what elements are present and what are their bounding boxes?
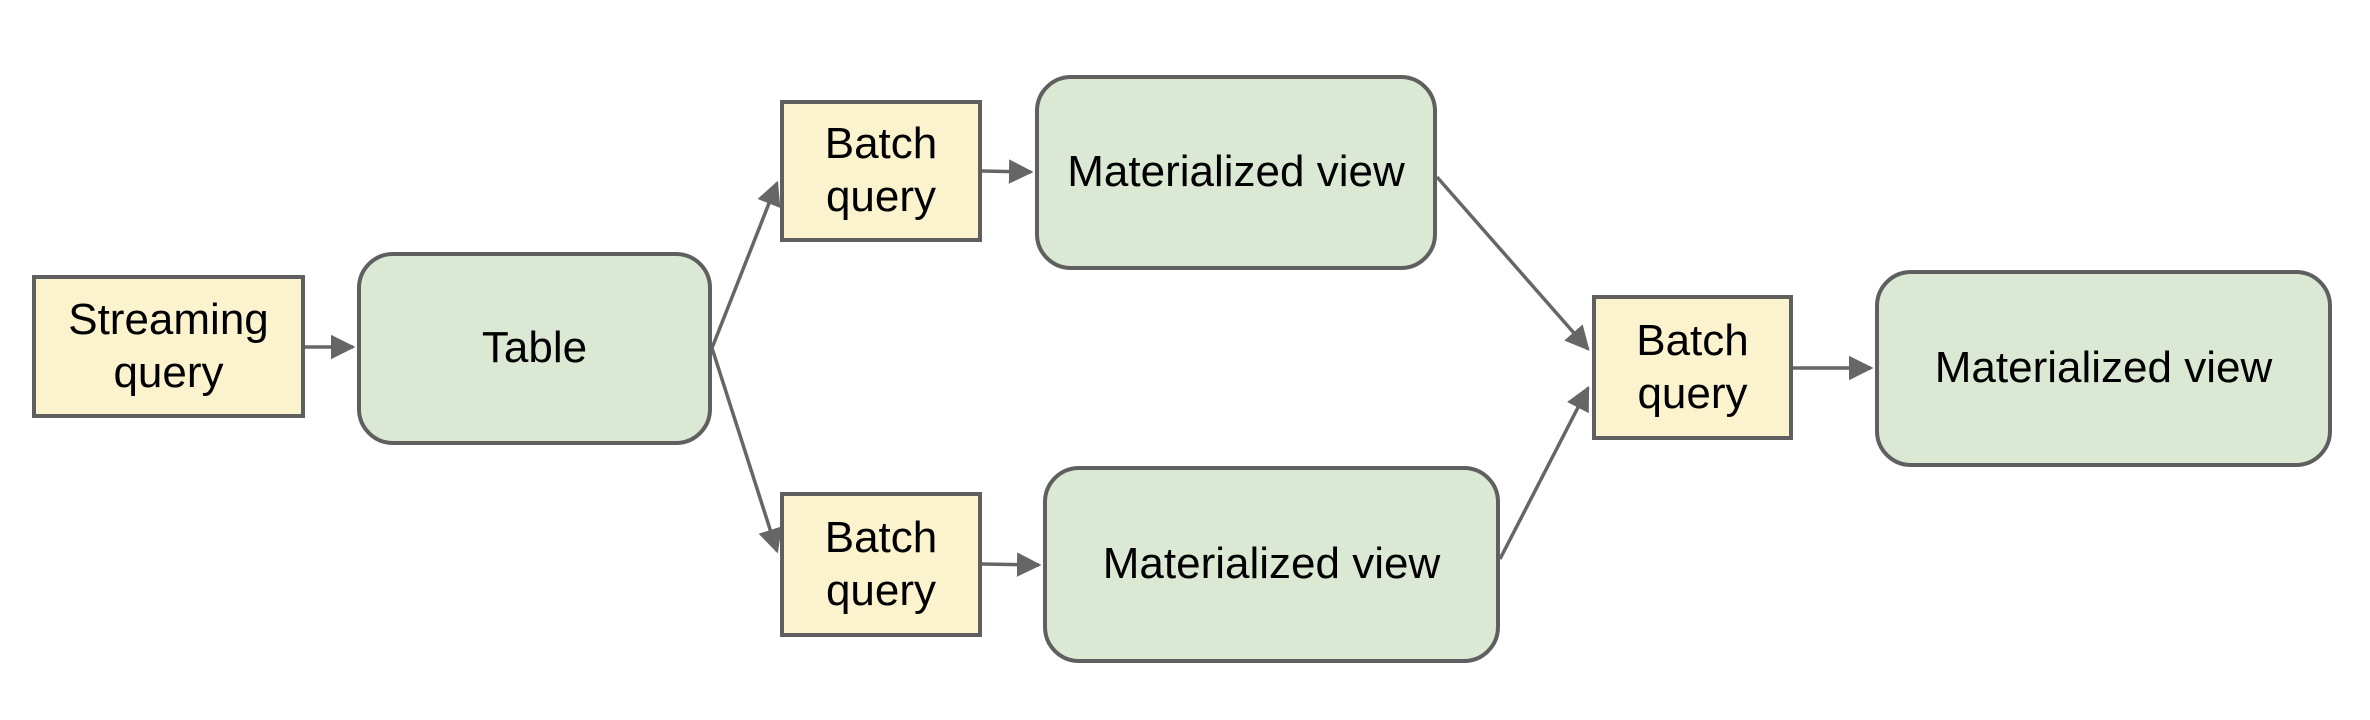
node-streaming-query: Streaming query <box>32 275 305 418</box>
node-batch-query-top: Batch query <box>780 100 982 242</box>
edge-materialized-view-bottom-to-batch-query-final <box>1498 385 1590 560</box>
node-materialized-view-final: Materialized view <box>1875 270 2332 467</box>
node-streaming-query-label: Streaming query <box>68 294 269 397</box>
node-batch-query-top-label: Batch query <box>824 119 938 221</box>
node-materialized-view-bottom-label: Materialized view <box>1102 539 1441 589</box>
edge-table-to-batch-query-top <box>710 180 781 349</box>
node-batch-query-final-label: Batch query <box>1636 315 1749 418</box>
edge-batch-query-top-to-materialized-view-top <box>981 159 1034 184</box>
edge-batch-query-bottom-to-materialized-view-bottom <box>981 552 1042 577</box>
node-batch-query-final: Batch query <box>1592 295 1793 440</box>
edge-table-to-batch-query-bottom <box>710 347 782 554</box>
node-batch-query-bottom: Batch query <box>780 492 982 637</box>
node-materialized-view-final-label: Materialized view <box>1934 343 2273 393</box>
node-materialized-view-top-label: Materialized view <box>1067 147 1405 197</box>
node-table-label: Table <box>481 323 588 373</box>
node-materialized-view-top: Materialized view <box>1035 75 1437 270</box>
node-table: Table <box>357 252 712 445</box>
node-materialized-view-bottom: Materialized view <box>1043 466 1500 663</box>
node-batch-query-bottom-label: Batch query <box>824 512 938 615</box>
edge-materialized-view-top-to-batch-query-final <box>1435 175 1590 351</box>
